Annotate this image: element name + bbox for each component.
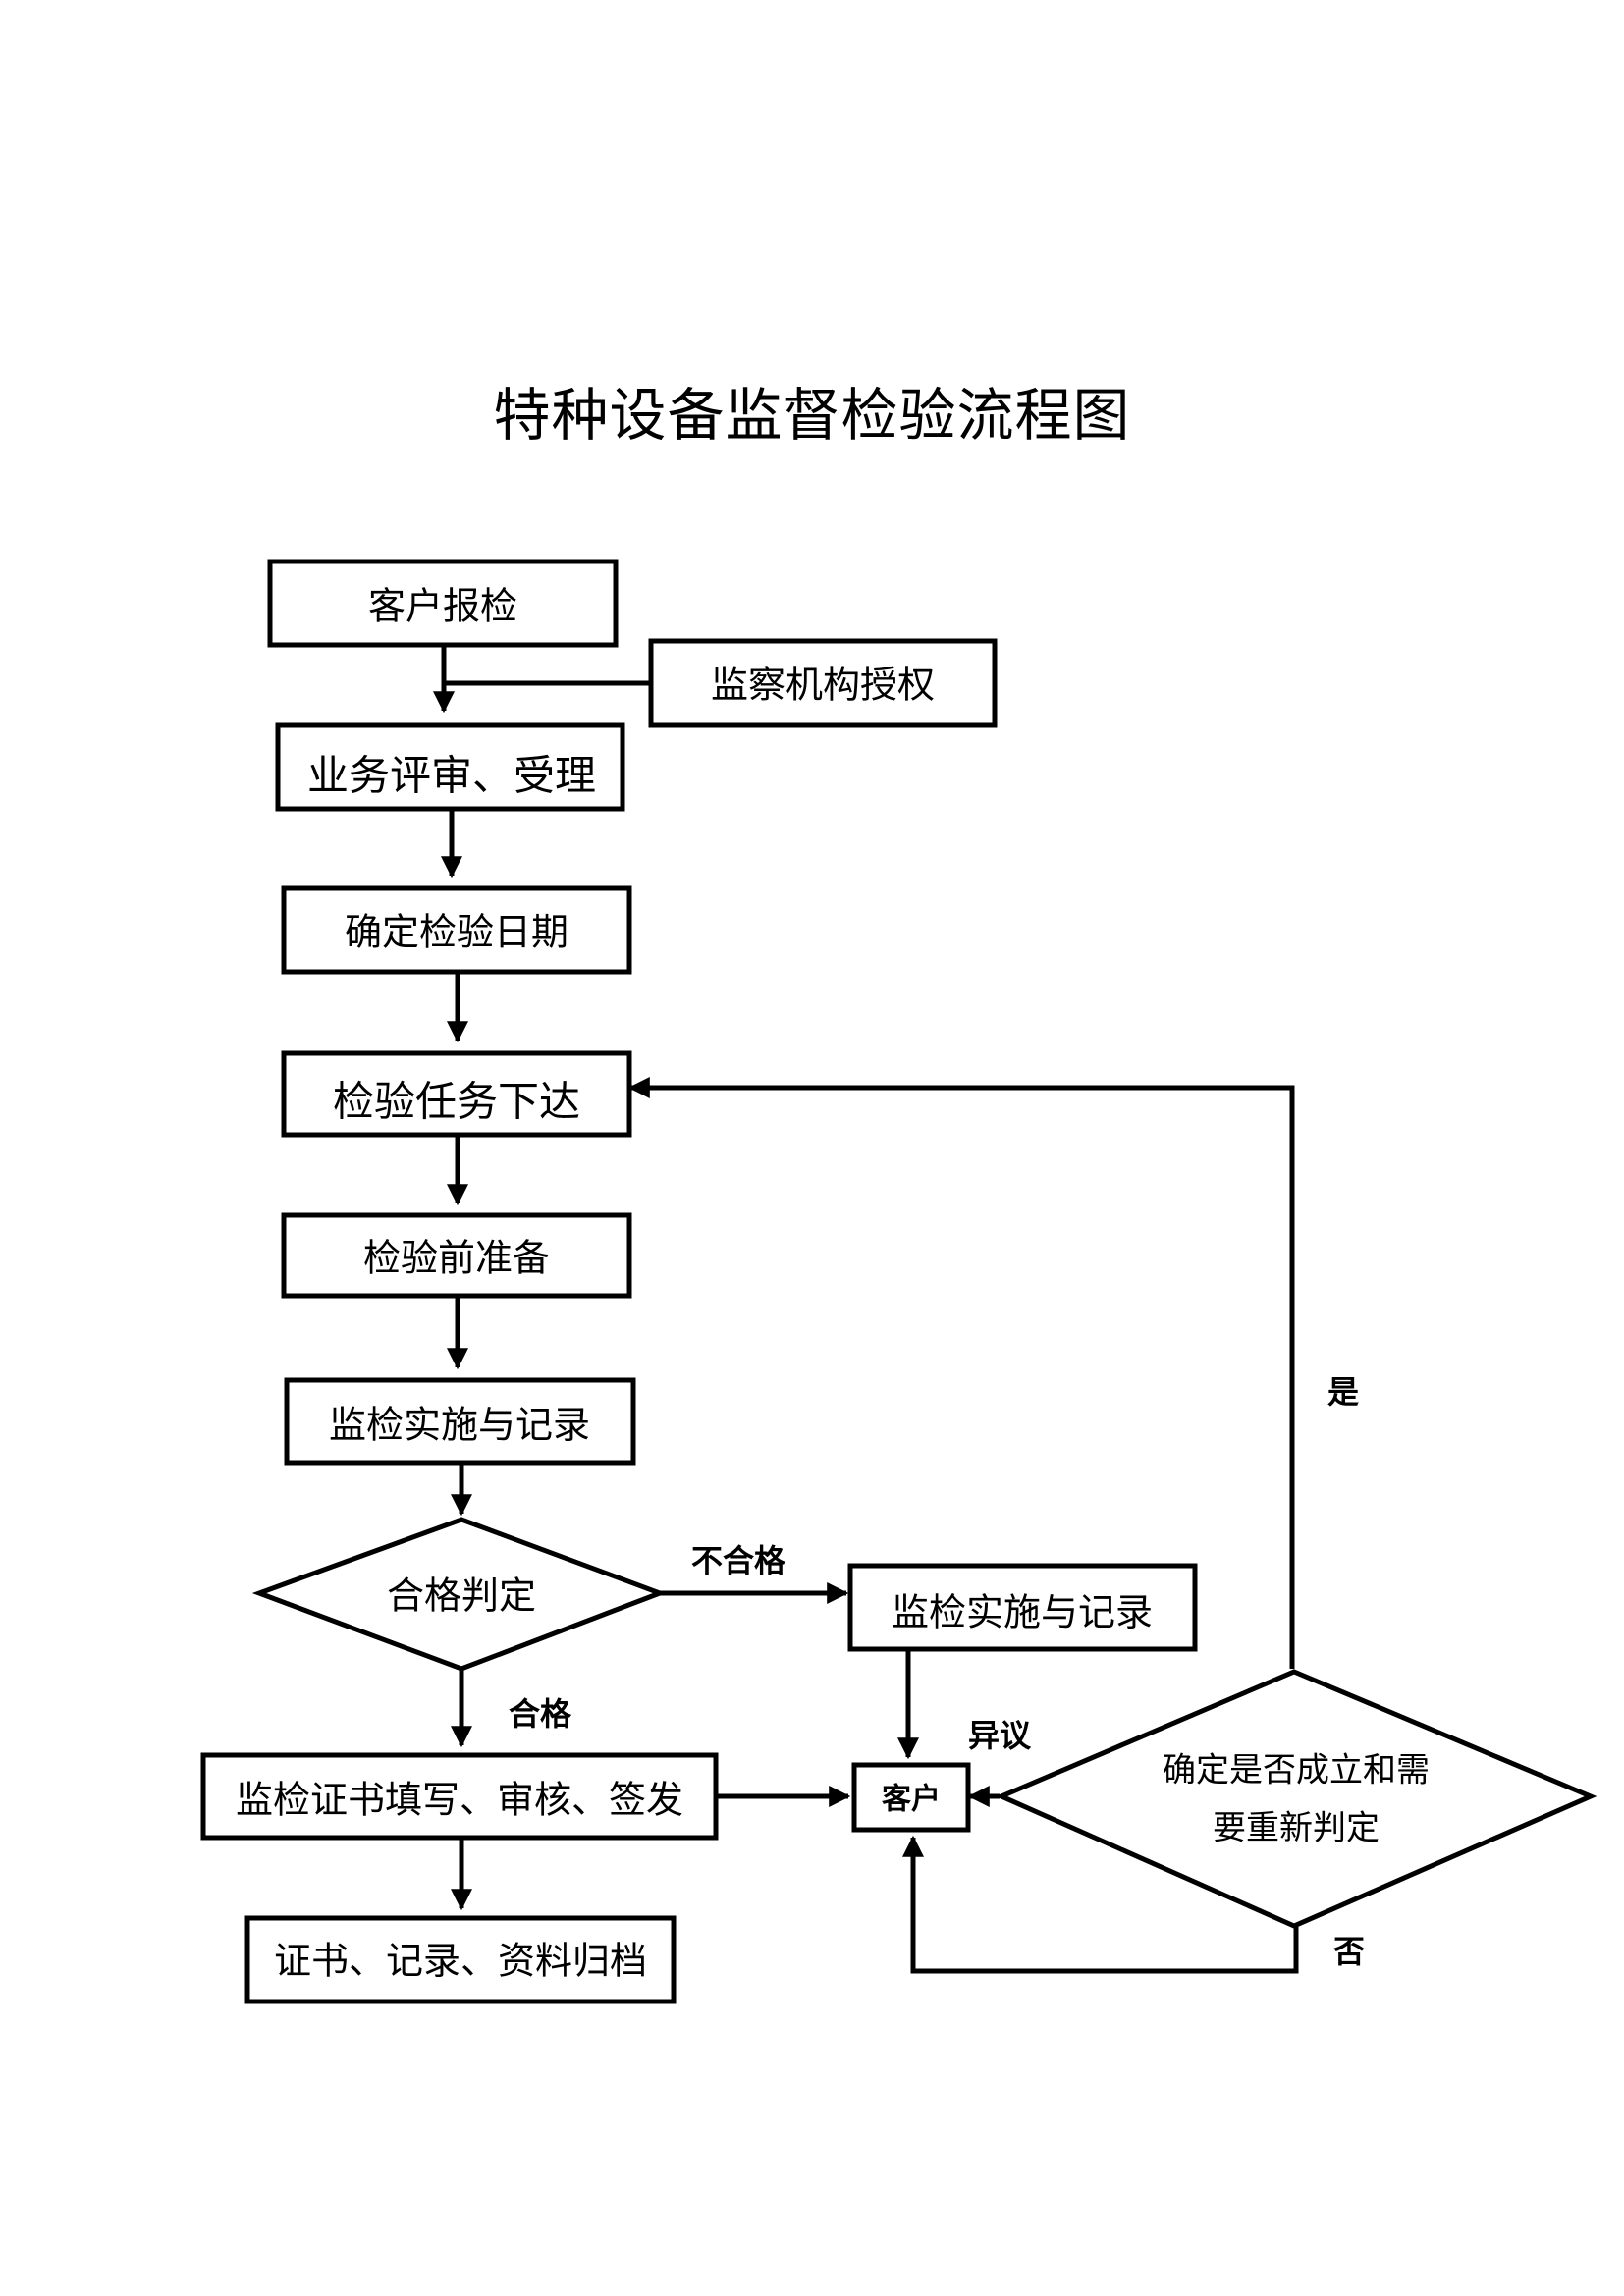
label-no: 否: [1333, 1933, 1365, 1970]
label-objection: 异议: [968, 1717, 1032, 1754]
node-inspection-record: 监检实施与记录: [284, 1377, 636, 1466]
node-customer: 客户: [851, 1762, 971, 1833]
edge-no-loop: [902, 1835, 1299, 1974]
node-decision: 确定是否成立和需 要重新判定: [995, 1669, 1597, 1929]
connectors: [433, 645, 1299, 1974]
node-decision-line1: 确定是否成立和需: [1163, 1751, 1430, 1790]
node-determine-date-label: 确定检验日期: [345, 911, 568, 954]
node-review-label: 业务评审、受理: [307, 752, 596, 800]
label-yes: 是: [1327, 1373, 1359, 1411]
node-decision-line2: 要重新判定: [1213, 1809, 1380, 1848]
node-review: 业务评审、受理: [275, 722, 625, 812]
node-inspection-record-2: 监检实施与记录: [847, 1563, 1198, 1652]
node-preparation-label: 检验前准备: [363, 1237, 550, 1280]
node-archive-label: 证书、记录、资料归档: [274, 1940, 647, 1983]
node-authorization-label: 监察机构授权: [711, 664, 935, 707]
node-qualified-judgment: 合格判定: [251, 1517, 668, 1672]
node-inspection-record-2-label: 监检实施与记录: [892, 1591, 1153, 1634]
node-inspection-record-label: 监检实施与记录: [329, 1404, 590, 1447]
node-qualified-judgment-label: 合格判定: [387, 1575, 536, 1618]
node-customer-label: 客户: [882, 1783, 941, 1817]
label-unqualified: 不合格: [691, 1542, 786, 1579]
node-preparation: 检验前准备: [281, 1212, 632, 1299]
label-qualified: 合格: [509, 1695, 572, 1733]
node-customer-report-label: 客户报检: [368, 585, 517, 628]
node-determine-date: 确定检验日期: [281, 885, 632, 975]
node-task-issue: 检验任务下达: [281, 1050, 632, 1138]
node-certificate-label: 监检证书填写、审核、签发: [236, 1779, 683, 1822]
node-task-issue-label: 检验任务下达: [333, 1078, 580, 1126]
node-customer-report: 客户报检: [267, 559, 619, 648]
node-authorization: 监察机构授权: [648, 638, 998, 728]
edge-yes-loop: [627, 1077, 1295, 1669]
node-certificate: 监检证书填写、审核、签发: [200, 1752, 719, 1841]
node-archive: 证书、记录、资料归档: [244, 1915, 677, 2004]
page-title: 特种设备监督检验流程图: [493, 382, 1131, 449]
